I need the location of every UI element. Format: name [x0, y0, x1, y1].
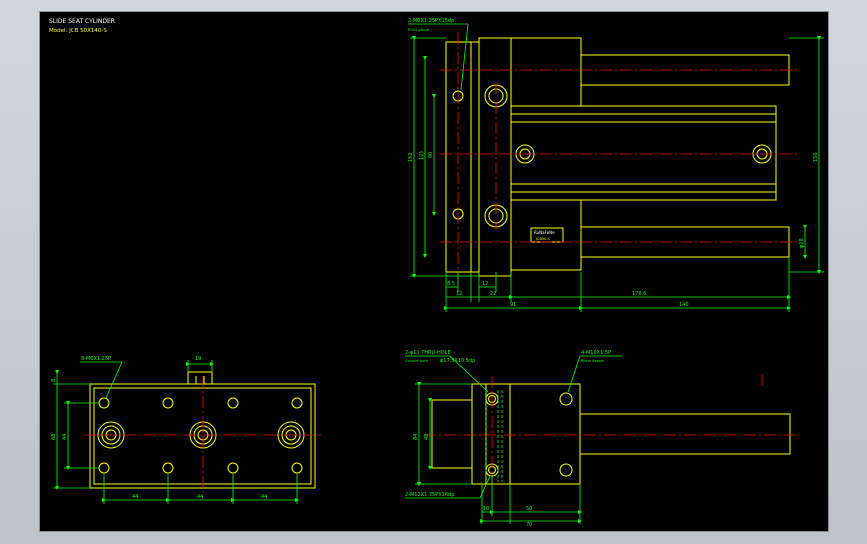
- dim-68: 68: [51, 434, 57, 440]
- top-callout: 2-M8X1.25PX15dp: [408, 18, 454, 24]
- dim-140: 140: [679, 302, 689, 308]
- cad-drawing: SLIDE SEAT CYLINDER Model: JCB 50X140-S: [49, 18, 824, 528]
- dim-44-c: 44: [261, 494, 267, 500]
- br-callout-left-sub: Counter bore: [405, 359, 428, 363]
- nameplate-model: JCB50-S: [535, 237, 551, 241]
- dim-44-b: 44: [197, 494, 203, 500]
- br-callout-left-2: φ17.5X10.5dp: [440, 358, 475, 364]
- dim-91: 91: [510, 302, 516, 308]
- dim-156: 156: [813, 152, 819, 162]
- dim-44-left: 44: [62, 434, 68, 440]
- bl-callout: 8-M6X1.25P: [81, 356, 111, 362]
- br-callout-bottom: 2-M12X1.75PX16dp: [405, 492, 454, 498]
- dim-12a: 12: [456, 291, 462, 297]
- br-block: [509, 383, 581, 485]
- dim-10: 10: [483, 506, 489, 512]
- bottom-right-view: 2-φ11 THRU-HOLE Counter bore φ17.5X10.5d…: [405, 350, 800, 528]
- mount-slot: [187, 371, 213, 385]
- drawing-model: Model: JCB 50X140-S: [49, 28, 107, 34]
- dim-12b: 12: [482, 281, 488, 287]
- dim-121: 121: [419, 150, 425, 160]
- top-callout-sub: PLUG φ8xx6: [408, 28, 429, 32]
- br-end-cap: [431, 399, 473, 469]
- top-end-plate: [445, 41, 472, 273]
- dim-44-a: 44: [132, 494, 138, 500]
- upper-rod-housing: [510, 37, 582, 107]
- dim-152: 152: [408, 152, 414, 162]
- dim-80: 80: [428, 152, 434, 158]
- br-callout-left: 2-φ11 THRU-HOLE: [405, 350, 451, 356]
- drawing-canvas[interactable]: SLIDE SEAT CYLINDER Model: JCB 50X140-S: [40, 12, 828, 531]
- dim-70: 70: [526, 522, 532, 528]
- dim-50: 50: [526, 506, 532, 512]
- nameplate-brand: RuNaFoNe: [534, 230, 555, 235]
- middle-body: [510, 105, 777, 201]
- dim-178: 178.6: [632, 291, 646, 297]
- dim-8: 8: [51, 379, 57, 382]
- br-rod: [579, 413, 791, 455]
- dim-19: 19: [195, 356, 201, 362]
- dim-22: 22: [490, 291, 496, 297]
- br-callout-right: 4-M10X1.5P: [581, 350, 611, 356]
- dim-84: 84: [413, 434, 419, 440]
- top-view: RuNaFoNe JCB50-S: [408, 18, 824, 312]
- br-callout-right-sub: Ream deeper: [581, 359, 605, 363]
- top-body-block: [478, 37, 512, 277]
- lower-rod-housing: [510, 199, 582, 271]
- dim-8-5: 8.5: [447, 281, 455, 287]
- dim-48: 48: [424, 434, 430, 440]
- bottom-left-view: 8-M6X1.25P 19 8 68 44 44 44 44: [51, 356, 322, 504]
- dim-rod-dia: φ28: [799, 238, 805, 248]
- drawing-title: SLIDE SEAT CYLINDER: [49, 18, 115, 25]
